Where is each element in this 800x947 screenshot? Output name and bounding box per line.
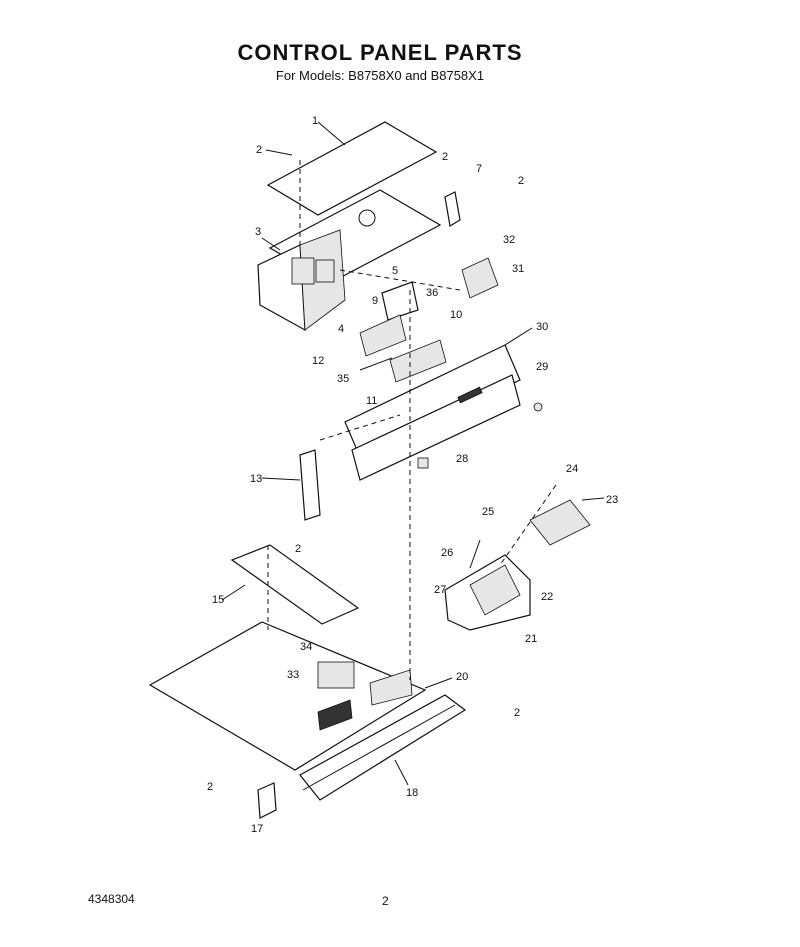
leader-30	[504, 327, 533, 346]
callout-9: 9	[372, 295, 378, 307]
callout-17: 17	[251, 823, 263, 835]
callout-13: 13	[250, 473, 262, 485]
callout-18: 18	[406, 787, 418, 799]
lower-bracket	[257, 782, 277, 819]
fan-motor	[317, 661, 355, 689]
part-number: 4348304	[88, 892, 135, 906]
page-number: 2	[382, 894, 389, 908]
control-panel-front	[344, 344, 521, 458]
callout-34: 34	[300, 641, 312, 653]
leader-18	[394, 759, 409, 786]
callout-2f: 2	[207, 781, 213, 793]
callout-2d: 2	[295, 543, 301, 555]
top-cover-panel	[266, 121, 438, 216]
channel-part	[230, 544, 360, 625]
clip-part	[417, 457, 429, 469]
callout-2e: 2	[514, 707, 520, 719]
callout-26: 26	[441, 547, 453, 559]
leader-13	[261, 477, 301, 481]
callout-21: 21	[525, 633, 537, 645]
switch-part-2	[315, 259, 335, 283]
callout-23: 23	[606, 494, 618, 506]
callout-25: 25	[482, 506, 494, 518]
leader-2a	[265, 149, 293, 156]
callout-7: 7	[476, 163, 482, 175]
rail-part	[299, 694, 467, 801]
callout-27: 27	[434, 584, 446, 596]
callout-2c: 2	[518, 175, 524, 187]
panel-window	[457, 386, 483, 404]
callout-33: 33	[287, 669, 299, 681]
callout-35: 35	[337, 373, 349, 385]
callout-1: 1	[312, 115, 318, 127]
relay-board	[461, 257, 499, 299]
callout-15: 15	[212, 594, 224, 606]
callout-10: 10	[450, 309, 462, 321]
bracket-part	[444, 191, 461, 227]
callout-20: 20	[456, 671, 468, 683]
leader-20	[424, 677, 453, 689]
callout-3: 3	[255, 226, 261, 238]
switch-part	[291, 257, 315, 285]
callout-12: 12	[312, 355, 324, 367]
callout-32: 32	[503, 234, 515, 246]
floor-vent	[317, 699, 353, 731]
panel-card	[381, 281, 419, 321]
latch-rod	[469, 539, 481, 569]
callout-4: 4	[338, 323, 344, 335]
callout-30: 30	[536, 321, 548, 333]
latch-inner	[469, 564, 521, 616]
display-board	[359, 314, 407, 357]
leader-1	[317, 121, 346, 146]
callout-22: 22	[541, 591, 553, 603]
callout-2a: 2	[256, 144, 262, 156]
page-title: CONTROL PANEL PARTS	[237, 40, 523, 65]
leader-3	[261, 237, 281, 251]
assembly-line-6	[319, 414, 401, 441]
latch-motor	[529, 499, 591, 546]
rail-edge	[302, 704, 456, 791]
knob-part	[533, 402, 543, 412]
floor-cutout	[369, 669, 413, 706]
callout-28: 28	[456, 453, 468, 465]
callout-29: 29	[536, 361, 548, 373]
assembly-line-4	[499, 484, 557, 566]
floor-panel	[148, 621, 427, 771]
callout-24: 24	[566, 463, 578, 475]
touch-board	[389, 339, 447, 383]
end-cap-panel	[299, 449, 321, 521]
callout-31: 31	[512, 263, 524, 275]
models-subtitle: For Models: B8758X0 and B8758X1	[275, 68, 485, 83]
housing-hole	[358, 209, 376, 227]
leader-23	[581, 497, 605, 501]
callout-2b: 2	[442, 151, 448, 163]
callout-36: 36	[426, 287, 438, 299]
callout-11: 11	[366, 395, 377, 407]
callout-5: 5	[392, 265, 398, 277]
strip-part	[359, 357, 393, 371]
leader-15	[221, 584, 246, 601]
assembly-line-5	[339, 269, 461, 291]
